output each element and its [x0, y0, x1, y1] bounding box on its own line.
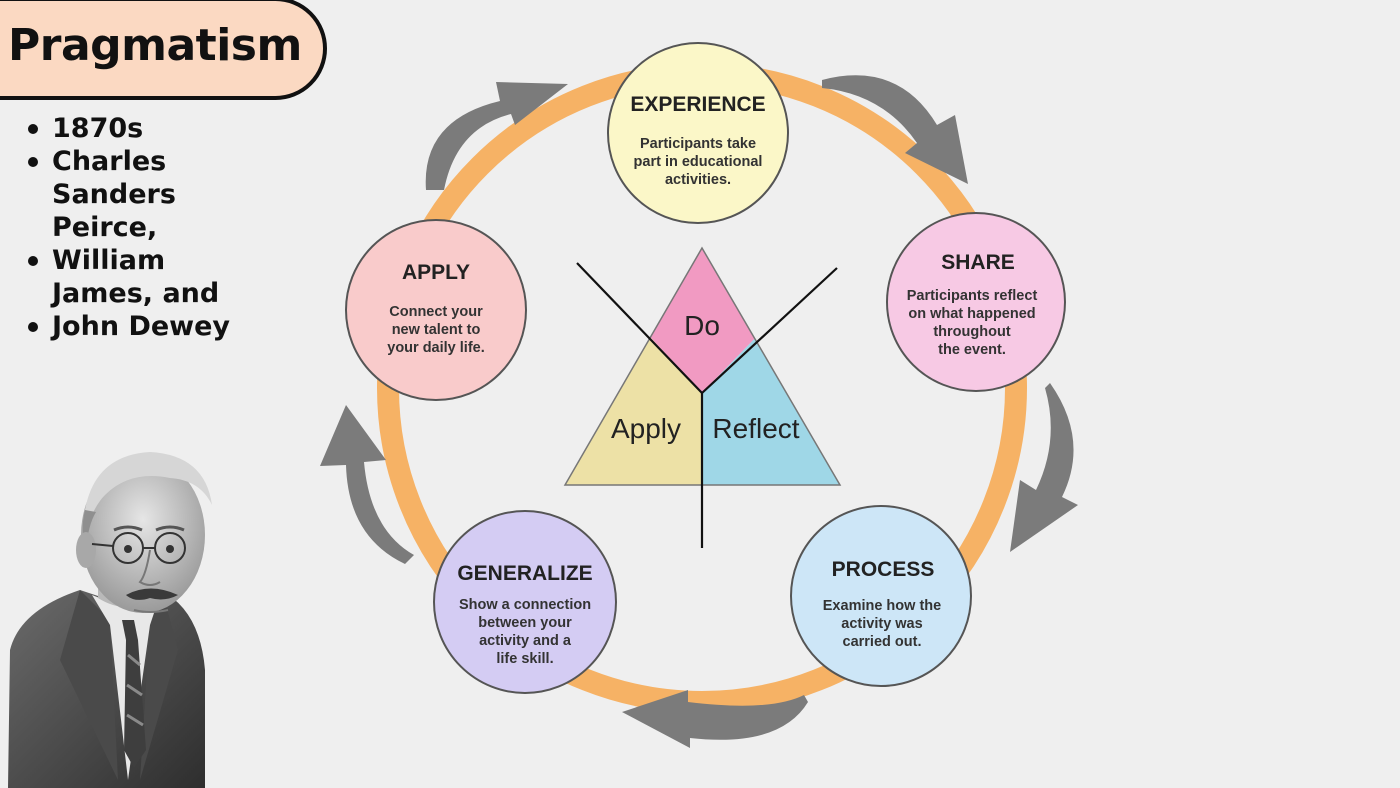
node-desc-line: on what happened	[908, 306, 1035, 322]
bullet-dot	[28, 322, 38, 332]
node-title: PROCESS	[832, 558, 935, 581]
portrait-photo	[8, 452, 212, 788]
node-desc-line: activities.	[665, 172, 731, 188]
bullet-item: 1870s	[22, 112, 272, 145]
node-desc-line: part in educational	[634, 154, 763, 170]
node-desc-line: the event.	[938, 342, 1006, 358]
arrow-icon	[622, 690, 808, 748]
node-desc-line: throughout	[933, 324, 1010, 340]
node-desc-line: new talent to	[392, 322, 481, 338]
page-title: Pragmatism	[8, 20, 302, 71]
bullet-line: William	[52, 245, 166, 276]
bullet-dot	[28, 256, 38, 266]
node-desc-line: carried out.	[843, 634, 922, 650]
triangle-divider-line	[701, 267, 838, 394]
node-circle	[607, 42, 789, 224]
cycle-node-experience: EXPERIENCE Participants take part in edu…	[607, 42, 789, 224]
triangle-label-do: Do	[684, 310, 720, 341]
bullet-dot	[28, 157, 38, 167]
node-desc-line: activity and a	[479, 633, 572, 649]
bullet-line: James, and	[52, 278, 220, 309]
cycle-node-process: PROCESS Examine how the activity was car…	[790, 505, 972, 687]
arrow-icon	[822, 75, 968, 184]
arrow-icon	[1010, 383, 1078, 552]
node-desc-line: Participants reflect	[907, 288, 1038, 304]
node-desc-line: life skill.	[496, 651, 553, 667]
bullet-line: Charles	[52, 146, 167, 177]
node-desc-line: Examine how the	[823, 598, 941, 614]
arrow-icon	[425, 82, 568, 190]
node-desc-line: Participants take	[640, 136, 756, 152]
cycle-node-share: SHARE Participants reflect on what happe…	[886, 212, 1066, 392]
title-banner	[0, 0, 327, 100]
node-circle	[886, 212, 1066, 392]
bullet-line: Peirce,	[52, 212, 158, 243]
node-desc-line: your daily life.	[387, 340, 485, 356]
arrow-icon	[320, 405, 414, 564]
triangle-divider-line	[576, 262, 703, 394]
bullet-dot	[28, 124, 38, 134]
bullet-line: John Dewey	[52, 311, 231, 342]
node-title: APPLY	[402, 261, 470, 284]
cycle-node-apply: APPLY Connect your new talent to your da…	[345, 219, 527, 401]
learning-triangle: Do Apply Reflect	[563, 246, 842, 548]
bullet-line: Sanders	[52, 179, 176, 210]
node-title: EXPERIENCE	[630, 93, 765, 116]
node-desc-line: Connect your	[389, 304, 483, 320]
node-circle	[345, 219, 527, 401]
node-desc-line: Show a connection	[459, 597, 591, 613]
node-title: SHARE	[941, 251, 1015, 274]
bullet-line: 1870s	[52, 113, 144, 144]
bullet-item: John Dewey	[22, 310, 272, 343]
node-desc-line: between your	[478, 615, 572, 631]
node-title: GENERALIZE	[457, 562, 592, 585]
node-circle	[433, 510, 617, 694]
node-circle	[790, 505, 972, 687]
triangle-label-reflect: Reflect	[712, 413, 799, 444]
node-desc-line: activity was	[841, 616, 922, 632]
cycle-node-generalize: GENERALIZE Show a connection between you…	[433, 510, 617, 694]
cycle-arrows	[320, 75, 1078, 748]
triangle-label-apply: Apply	[611, 413, 681, 444]
